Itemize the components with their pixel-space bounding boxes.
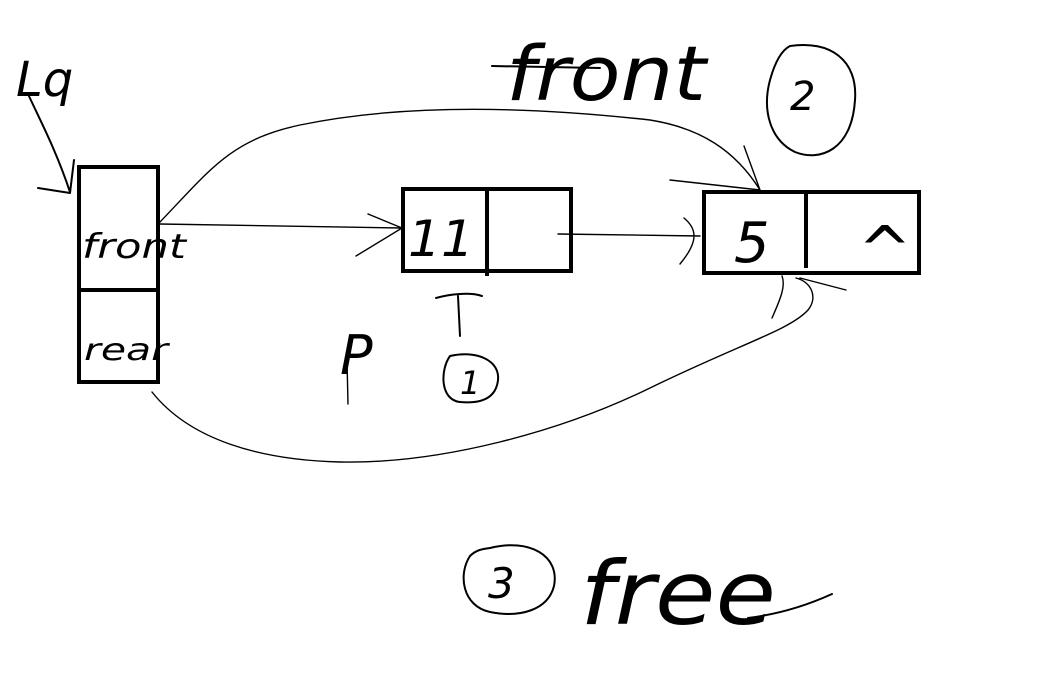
rear-pointer-curve <box>151 275 847 463</box>
first-node-value: 11 <box>408 210 474 268</box>
queue-header-box <box>77 165 160 384</box>
front-label-strike <box>491 65 601 69</box>
pointer-p-label: P <box>340 324 373 387</box>
second-node-next-null: ^ <box>858 214 912 288</box>
step-2-number: 2 <box>790 74 815 120</box>
step-2-circle <box>766 44 857 157</box>
front-to-first-arrow <box>159 213 403 257</box>
pointer-p-stem <box>346 359 349 405</box>
front-label: front <box>506 29 710 118</box>
second-node-box <box>702 190 921 275</box>
step-1-circle <box>442 353 500 404</box>
front-field-label: front <box>82 227 188 267</box>
queue-variable-label: Lq <box>16 52 73 108</box>
step-3-number: 3 <box>488 559 515 608</box>
node-marker-t <box>435 292 483 337</box>
free-label: free <box>580 542 776 645</box>
rear-field-label: rear <box>84 333 170 368</box>
second-node-value: 5 <box>734 211 770 276</box>
first-to-second-arrow <box>557 217 701 265</box>
step-1-number: 1 <box>460 364 480 402</box>
free-label-tail <box>747 593 833 619</box>
step-3-circle <box>462 544 556 615</box>
front-redirect-curve <box>159 108 761 223</box>
queue-variable-arrow <box>27 93 75 194</box>
